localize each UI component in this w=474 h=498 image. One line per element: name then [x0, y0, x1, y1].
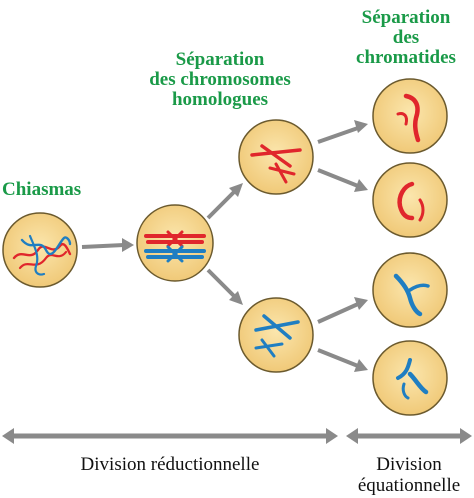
- arrow-metaphase-to-bottom: [206, 268, 243, 305]
- label-homologues-line2: des chromosomes: [149, 69, 291, 90]
- label-equationnelle-line2: équationnelle: [357, 475, 461, 496]
- cell-final-4: [372, 340, 448, 416]
- label-separation-chromatides: Séparation des chromatides: [340, 8, 472, 68]
- arrow-bottom-to-final-4: [317, 348, 368, 372]
- cell-metaphase: [136, 204, 214, 282]
- cell-anaphase1-red: [238, 119, 314, 195]
- label-chromatides-line1: Séparation: [361, 7, 451, 28]
- cell-anaphase1-blue: [238, 297, 314, 373]
- cell-initial: [2, 212, 78, 288]
- cell-final-3: [372, 252, 448, 328]
- label-chiasmas: Chiasmas: [2, 179, 82, 200]
- arrow-metaphase-to-top: [206, 183, 243, 220]
- label-homologues-line3: homologues: [171, 89, 269, 110]
- label-division-reductionnelle: Division réductionnelle: [80, 454, 260, 475]
- label-chromatides-line2: des: [392, 27, 420, 48]
- cell-final-2: [372, 162, 448, 238]
- label-homologues-line1: Séparation: [175, 49, 265, 70]
- label-equationnelle-line1: Division: [376, 454, 442, 475]
- label-separation-homologues: Séparation des chromosomes homologues: [140, 50, 300, 110]
- arrow-top-to-final-1: [317, 120, 368, 144]
- cell-final-1: [372, 78, 448, 154]
- arrow-initial-to-metaphase: [81, 238, 134, 252]
- label-chromatides-line3: chromatides: [356, 47, 456, 68]
- bar-division-equationnelle: [346, 428, 472, 444]
- arrow-top-to-final-2: [317, 168, 368, 192]
- label-division-equationnelle: Division équationnelle: [345, 454, 473, 496]
- bar-division-reductionnelle: [2, 428, 338, 444]
- arrow-bottom-to-final-3: [317, 297, 368, 324]
